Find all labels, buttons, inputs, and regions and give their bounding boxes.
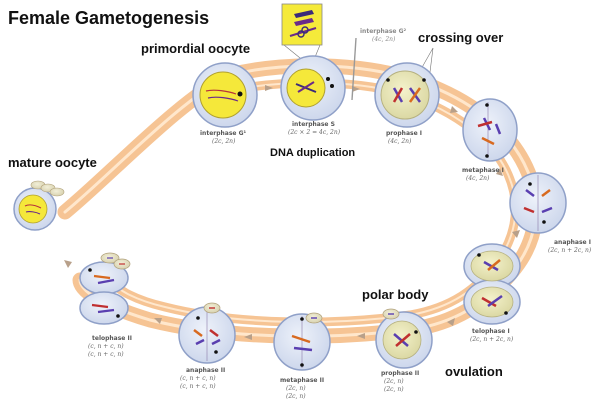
cell-anaphase-2 xyxy=(178,302,236,364)
stage-name-metaphase-1: metaphase I xyxy=(462,167,504,174)
stage-ploidy-anaphase-1: (2c, n + 2c, n) xyxy=(548,247,592,254)
stage-name-prophase-1: prophase I xyxy=(386,130,422,137)
stage-ploidy-telophase-2-b: (c, n + c, n) xyxy=(88,351,124,358)
label-crossing-over: crossing over xyxy=(418,30,503,45)
stage-ploidy-prophase-1: (4c, 2n) xyxy=(388,138,412,145)
flow-arrows xyxy=(64,85,520,340)
cell-anaphase-1 xyxy=(509,172,567,234)
cell-metaphase-2 xyxy=(273,312,331,371)
stage-ploidy-metaphase-2-b: (2c, n) xyxy=(286,393,306,400)
label-ovulation: ovulation xyxy=(445,364,503,379)
arrow-icon xyxy=(496,168,503,176)
arrow-icon xyxy=(154,318,162,324)
label-dna-duplication: DNA duplication xyxy=(270,147,355,159)
stage-name-anaphase-1: anaphase I xyxy=(554,239,591,246)
stage-ploidy-telophase-2-a: (c, n + c, n) xyxy=(88,343,124,350)
stage-ploidy-interphase-g2: (4c, 2n) xyxy=(372,36,396,43)
arrow-icon xyxy=(512,230,520,238)
stage-name-metaphase-2: metaphase II xyxy=(280,377,324,384)
cell-prophase-2 xyxy=(375,308,433,369)
cell-metaphase-1 xyxy=(462,98,518,162)
stage-name-prophase-2: prophase II xyxy=(381,370,419,377)
stage-ploidy-interphase-g1: (2c, 2n) xyxy=(212,138,236,145)
arrow-icon xyxy=(352,86,360,92)
cell-telophase-1 xyxy=(463,243,521,325)
arrow-icon xyxy=(244,334,252,340)
stage-name-interphase-g1: interphase G¹ xyxy=(200,130,246,137)
cell-interphase-s xyxy=(280,55,346,121)
cell-prophase-1 xyxy=(374,62,440,128)
arrow-icon xyxy=(64,260,72,268)
label-mature-oocyte: mature oocyte xyxy=(8,155,97,170)
cell-mature-oocyte xyxy=(13,180,65,231)
label-polar-body: polar body xyxy=(362,287,429,302)
stage-ploidy-metaphase-1: (4c, 2n) xyxy=(466,175,490,182)
cell-telophase-2 xyxy=(79,252,131,325)
arrow-icon xyxy=(447,318,455,326)
stage-ploidy-metaphase-2-a: (2c, n) xyxy=(286,385,306,392)
stage-name-telophase-1: telophase I xyxy=(472,328,510,335)
stage-ploidy-prophase-2-b: (2c, n) xyxy=(384,386,404,393)
stage-ploidy-prophase-2-a: (2c, n) xyxy=(384,378,404,385)
g2-marker-line xyxy=(351,37,357,101)
stage-name-telophase-2: telophase II xyxy=(92,335,132,342)
stage-ploidy-anaphase-2-b: (c, n + c, n) xyxy=(180,383,216,390)
stage-name-interphase-g2: interphase G² xyxy=(360,28,406,35)
stage-name-interphase-s: interphase S xyxy=(292,121,335,128)
stage-ploidy-telophase-1: (2c, n + 2c, n) xyxy=(470,336,514,343)
stage-ploidy-anaphase-2-a: (c, n + c, n) xyxy=(180,375,216,382)
arrow-icon xyxy=(357,333,365,339)
cell-interphase-g1 xyxy=(192,62,258,128)
arrow-icon xyxy=(265,85,273,91)
label-primordial-oocyte: primordial oocyte xyxy=(141,41,250,56)
stage-name-anaphase-2: anaphase II xyxy=(186,367,225,374)
stage-ploidy-interphase-s: (2c × 2 = 4c, 2n) xyxy=(288,129,341,136)
arrow-icon xyxy=(450,106,458,113)
page-title: Female Gametogenesis xyxy=(8,8,209,28)
zoom-inset xyxy=(281,3,323,63)
